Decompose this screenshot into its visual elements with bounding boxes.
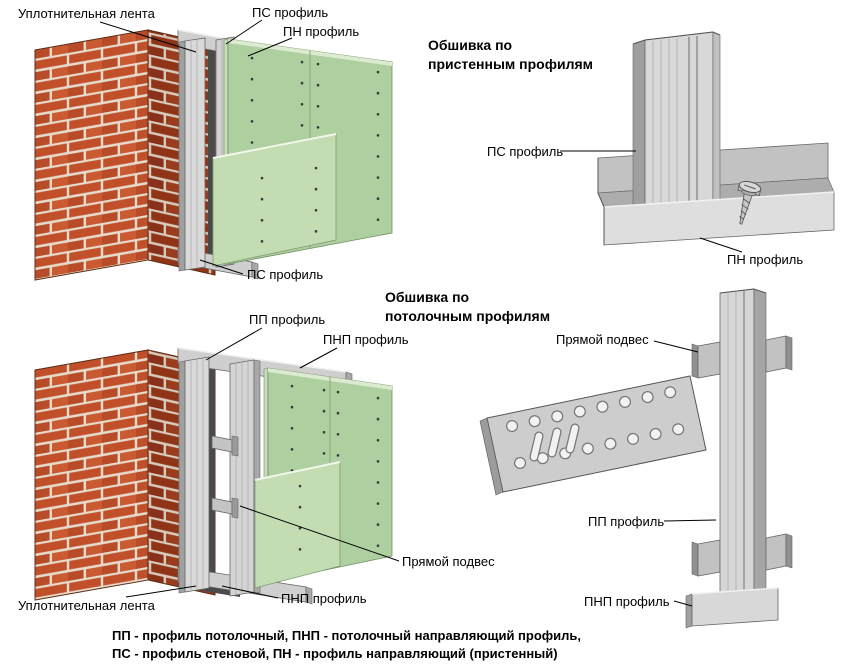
leader-sealing-tape-bottom [125, 585, 197, 598]
hanger-tab-top-right [765, 335, 793, 373]
top-assembly [34, 29, 393, 281]
bottom-detail-hanger-pp [479, 288, 793, 629]
label-sealing-tape-top: Уплотнительная лента [18, 6, 155, 21]
legend-line2: ПС - профиль стеновой, ПН - профиль напр… [112, 646, 558, 661]
leader-pnp-bottom [221, 585, 279, 599]
drywall-panel-top [212, 38, 393, 267]
pp-profile-detail [719, 288, 767, 618]
pn-end-cap [597, 158, 605, 245]
leader-sealing-tape-top [99, 21, 197, 53]
hanger-tab-top [691, 341, 721, 379]
label-pnp-profile-bottom: ПНП профиль [281, 591, 367, 606]
title-ceiling-profiles-line1: Обшивка по [385, 289, 470, 305]
pnp-stub-detail [685, 587, 779, 629]
label-detail-pp-profile: ПП профиль [588, 514, 665, 529]
hanger-tab-bottom [691, 539, 721, 577]
label-ps-profile-bottom: ПС профиль [247, 267, 324, 282]
title-wall-profiles-line1: Обшивка по [428, 37, 513, 53]
leader-pnp-top [299, 347, 338, 369]
legend-line1: ПП - профиль потолочный, ПНП - потолочны… [112, 628, 582, 643]
label-pp-profile-top: ПП профиль [249, 312, 326, 327]
leader-detail-pp [663, 519, 717, 522]
legend-text: ПП - профиль потолочный, ПНП - потолочны… [112, 627, 581, 663]
label-pn-profile-top: ПН профиль [283, 24, 360, 39]
leader-detail-pnp [673, 600, 693, 607]
screw-icon [737, 180, 762, 225]
label-detail-pnp-profile: ПНП профиль [584, 594, 670, 609]
direct-hanger-1 [211, 435, 239, 457]
title-wall-profiles-line2: пристенным профилям [428, 56, 593, 72]
leader-ps-top [225, 19, 263, 45]
leader-detail-pn [699, 237, 743, 253]
label-sealing-tape-bottom: Уплотнительная лента [18, 598, 155, 613]
leader-pn-top [247, 37, 293, 57]
leader-lines [99, 19, 743, 607]
title-wall-profiles: Обшивка по пристенным профилям [428, 36, 593, 74]
sealing-tape-strip-bottom-wall [208, 362, 215, 582]
title-ceiling-profiles-line2: потолочным профилям [385, 308, 551, 324]
ps-profile-detail [632, 31, 721, 213]
leader-ps-bottom [199, 259, 244, 275]
pp-stud-1 [178, 356, 210, 594]
drywall-panel-bottom [254, 367, 393, 589]
direct-hanger-2 [211, 497, 239, 519]
label-detail-ps-profile: ПС профиль [487, 144, 564, 159]
label-detail-direct-hanger: Прямой подвес [556, 332, 649, 347]
leader-detail-hanger [653, 340, 699, 353]
bottom-assembly [34, 347, 393, 605]
brick-wall-bottom [34, 349, 216, 601]
leader-direct-hanger [239, 505, 400, 562]
ps-stud-1 [178, 37, 206, 272]
label-pnp-profile-top: ПНП профиль [323, 332, 409, 347]
label-ps-profile-top: ПС профиль [252, 5, 329, 20]
hanger-tab-bottom-right [765, 533, 793, 571]
direct-hanger-detail [479, 375, 707, 496]
label-detail-pn-profile: ПН профиль [727, 252, 804, 267]
title-ceiling-profiles: Обшивка по потолочным профилям [385, 288, 550, 326]
leader-pp-top [205, 327, 263, 361]
top-detail-ps-pn [597, 31, 835, 246]
label-direct-hanger: Прямой подвес [402, 554, 495, 569]
